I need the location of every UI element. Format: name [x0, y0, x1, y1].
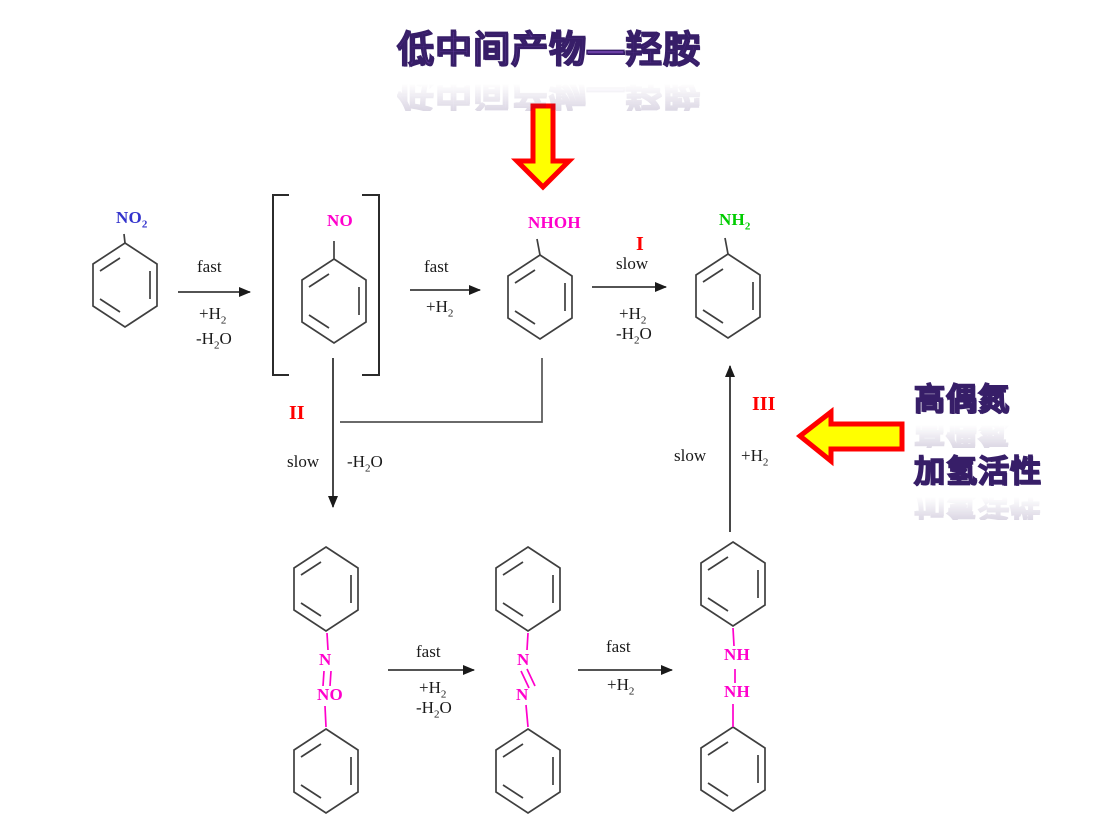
- callout-line1-reflection: 高偶氮: [913, 414, 1010, 450]
- step-III-rate-label: slow: [674, 446, 707, 465]
- substituent-bonds: [123, 233, 729, 259]
- azo-linkage-bonds: [322, 627, 736, 728]
- step-III-add-h2-label: +H2: [741, 446, 768, 468]
- h2-text: +H: [741, 446, 763, 465]
- benzene-ring-nitrobenzene: [92, 242, 158, 328]
- h2o-text: -H: [416, 698, 434, 717]
- benzene-ring-aniline: [695, 253, 761, 339]
- h2-text: +H: [199, 304, 221, 323]
- highlight-arrow-down: [510, 103, 576, 191]
- h2o-sub: 2: [433, 708, 440, 721]
- h2-text: +H: [607, 675, 629, 694]
- step1-loss-h2o-label: -H2O: [196, 329, 232, 351]
- h2o-tail: O: [219, 329, 232, 348]
- h2-sub: 2: [220, 314, 227, 327]
- h2o-tail: O: [439, 698, 452, 717]
- azoxy-step-rate-label: fast: [416, 642, 441, 661]
- o-text: O: [329, 685, 343, 704]
- h2-sub: 2: [640, 314, 647, 327]
- step-I-rate-label: slow: [616, 254, 649, 273]
- step-III-numeral: III: [752, 393, 776, 415]
- h2-sub: 2: [440, 688, 447, 701]
- benzene-ring-hydrazobenzene-top: [700, 541, 766, 627]
- h2o-text: -H: [196, 329, 214, 348]
- azoxy-step-add-h2-label: +H2: [419, 678, 446, 700]
- benzene-ring-azobenzene-top: [495, 546, 561, 632]
- benzene-ring-hydrazobenzene-bottom: [700, 726, 766, 812]
- n-text: N: [317, 685, 330, 704]
- no2-text: NO: [116, 208, 142, 227]
- bracket-left: [272, 194, 289, 376]
- slide-title: 低中间产物—羟胺: [396, 29, 701, 70]
- benzene-ring-phenylhydroxylamine: [507, 254, 573, 340]
- slide-title-reflection: 低中间产物—羟胺: [396, 71, 701, 113]
- azo-step-add-h2-label: +H2: [607, 675, 634, 697]
- h2-sub: 2: [762, 456, 769, 469]
- azoxybenzene-bonds: [322, 632, 332, 728]
- h2-sub: 2: [447, 307, 454, 320]
- azoxybenzene-n-top-label: N: [319, 650, 332, 669]
- azoxy-step-loss-h2o-label: -H2O: [416, 698, 452, 720]
- h2-text: +H: [619, 304, 641, 323]
- benzene-ring-azobenzene-bottom: [495, 728, 561, 814]
- h2o-tail: O: [639, 324, 652, 343]
- step-I-add-h2-label: +H2: [619, 304, 646, 326]
- step-II-loss-h2o-label: -H2O: [347, 452, 383, 474]
- nitrobenzene-no2-label: NO2: [116, 208, 148, 230]
- h2o-sub: 2: [364, 462, 371, 475]
- h2o-text: -H: [347, 452, 365, 471]
- h2o-sub: 2: [633, 334, 640, 347]
- azoxybenzene-no-label: NO: [317, 686, 343, 703]
- phenylhydroxylamine-nhoh-label: NHOH: [528, 213, 581, 232]
- nh2-sub: 2: [744, 220, 751, 233]
- highlight-arrow-left: [795, 406, 905, 467]
- azobenzene-bonds: [520, 632, 536, 728]
- step-I-loss-h2o-label: -H2O: [616, 324, 652, 346]
- reaction-arrows: [178, 282, 735, 675]
- step1-add-h2-label: +H2: [199, 304, 226, 326]
- aniline-nh2-label: NH2: [719, 210, 751, 232]
- step1-rate-label: fast: [197, 257, 222, 276]
- h2o-text: -H: [616, 324, 634, 343]
- condensation-connector-line: [340, 358, 543, 423]
- step2-rate-label: fast: [424, 257, 449, 276]
- h2-sub: 2: [628, 685, 635, 698]
- h2o-sub: 2: [213, 339, 220, 352]
- hydrazobenzene-bonds: [732, 627, 736, 727]
- bracket-right: [362, 194, 380, 376]
- step2-add-h2-label: +H2: [426, 297, 453, 319]
- h2-text: +H: [426, 297, 448, 316]
- callout-line2-reflection: 加氢活性: [913, 486, 1042, 522]
- step-I-numeral: I: [636, 233, 644, 255]
- benzene-ring-azoxybenzene-top: [293, 546, 359, 632]
- step-II-numeral: II: [289, 402, 305, 424]
- h2-text: +H: [419, 678, 441, 697]
- azobenzene-n-bottom-label: N: [516, 685, 529, 704]
- callout-line1: 高偶氮: [913, 382, 1010, 417]
- nitrosobenzene-no-label: NO: [327, 211, 353, 230]
- step-II-rate-label: slow: [287, 452, 320, 471]
- azobenzene-n-top-label: N: [517, 650, 530, 669]
- azo-step-rate-label: fast: [606, 637, 631, 656]
- no2-sub: 2: [141, 218, 148, 231]
- nh2-text: NH: [719, 210, 745, 229]
- hydrazobenzene-nh-bottom-label: NH: [724, 682, 750, 701]
- hydrazobenzene-nh-top-label: NH: [724, 645, 750, 664]
- benzene-rings: [92, 242, 766, 814]
- callout-line2: 加氢活性: [913, 454, 1042, 489]
- h2o-tail: O: [370, 452, 383, 471]
- benzene-ring-azoxybenzene-bottom: [293, 728, 359, 814]
- benzene-ring-nitrosobenzene: [301, 258, 367, 344]
